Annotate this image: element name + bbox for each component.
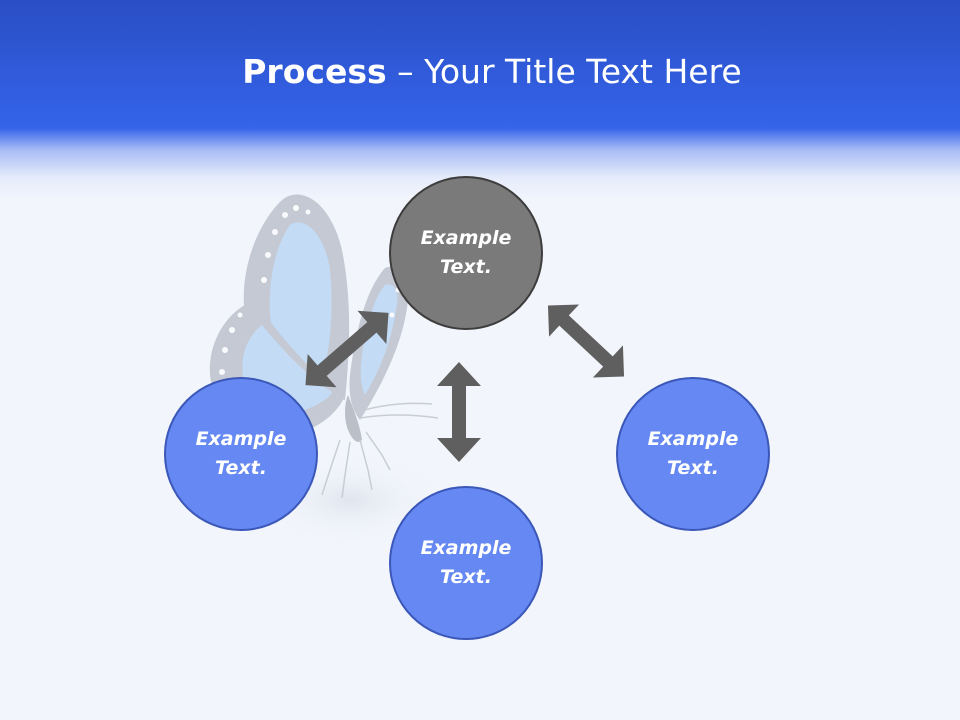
node-left-label: Example Text. xyxy=(195,428,287,479)
butterfly-illustration xyxy=(209,194,445,545)
node-top: Example Text. xyxy=(389,176,543,330)
node-bottom: Example Text. xyxy=(389,486,543,640)
slide-title: Process – Your Title Text Here xyxy=(0,52,960,91)
node-bottom-label: Example Text. xyxy=(420,537,512,588)
title-rest: – Your Title Text Here xyxy=(386,52,742,91)
double-arrow-icon xyxy=(305,304,625,462)
node-top-label: Example Text. xyxy=(420,227,512,278)
header-band xyxy=(0,0,960,200)
node-left: Example Text. xyxy=(164,377,318,531)
node-right-label: Example Text. xyxy=(647,428,739,479)
node-right: Example Text. xyxy=(616,377,770,531)
title-bold: Process xyxy=(242,52,387,91)
